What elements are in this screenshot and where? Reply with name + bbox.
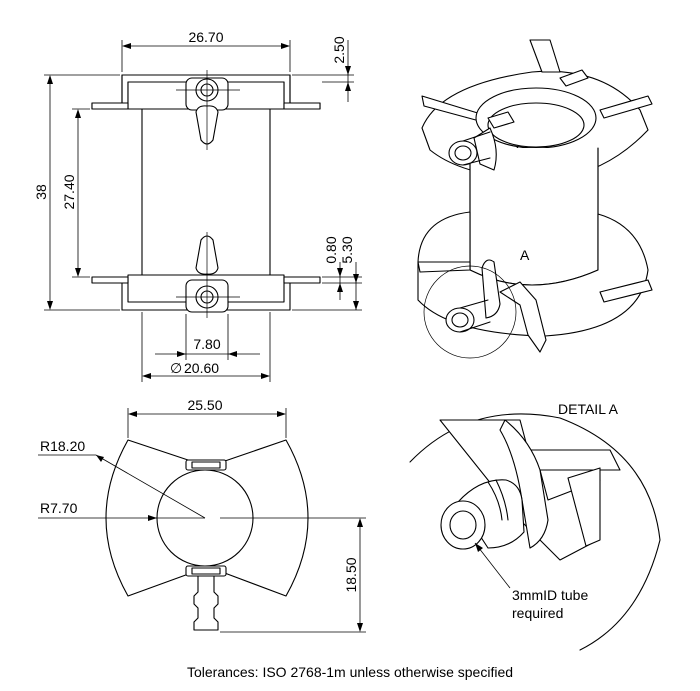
dim-top-view-depth-label: 18.50 [343,557,359,592]
dim-core-diameter: ∅ 20.60 [141,312,271,382]
dim-top-width-label: 26.70 [188,29,223,45]
detail-marker: A [520,247,530,263]
dim-overall-height: 38 [33,74,120,311]
dim-top-view-width: 25.50 [127,397,287,438]
top-view-tube [193,575,219,631]
top-view: 25.50 R18.20 R7.70 18.50 [38,397,366,633]
dim-inner-height-label: 27.40 [61,174,77,209]
dim-top-view-depth: 18.50 [220,517,366,633]
detail-view: DETAIL A 3mmID tube required [409,401,661,651]
detail-title: DETAIL A [558,401,619,417]
diameter-symbol: ∅ [170,360,182,376]
dim-lower-flange-label: 5.30 [339,236,355,263]
dim-lower-flange: 0.80 5.30 [292,236,362,311]
tolerance-note: Tolerances: ISO 2768-1m unless otherwise… [187,664,513,680]
dim-outer-radius-label: R18.20 [40,438,85,454]
dim-port-width: 7.80 [155,314,260,360]
dim-core-diameter-label: 20.60 [184,360,219,376]
detail-callout-line2: required [512,605,563,621]
detail-callout-line1: 3mmID tube [512,587,588,603]
dim-inner-radius: R7.70 [38,500,205,521]
dim-inner-height: 27.40 [61,108,90,278]
dim-small-gap-label: 0.80 [323,236,339,263]
dim-flange-thickness: 2.50 [292,36,354,102]
dim-top-width: 26.70 [121,29,291,72]
dim-flange-thickness-label: 2.50 [331,36,347,63]
top-port [176,70,240,150]
dim-outer-radius: R18.20 [38,438,206,519]
dim-inner-radius-label: R7.70 [40,500,78,516]
isometric-view: A [417,39,653,359]
dim-port-width-label: 7.80 [193,336,220,352]
detail-circle [423,265,517,359]
bottom-port [176,232,240,318]
front-view: 26.70 2.50 38 27.40 [33,29,362,382]
dim-top-view-width-label: 25.50 [187,397,222,413]
dim-overall-height-label: 38 [33,184,49,200]
